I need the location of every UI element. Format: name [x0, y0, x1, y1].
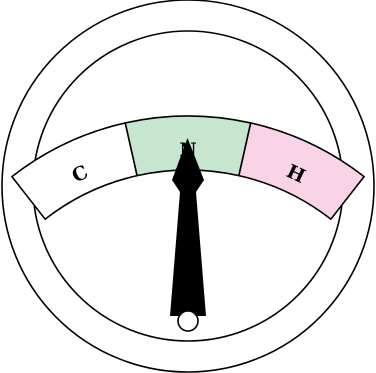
needle-icon	[170, 138, 206, 316]
gauge-scale-arc	[10, 115, 366, 221]
gauge-zone-h	[237, 122, 366, 221]
pivot-icon	[177, 310, 199, 332]
